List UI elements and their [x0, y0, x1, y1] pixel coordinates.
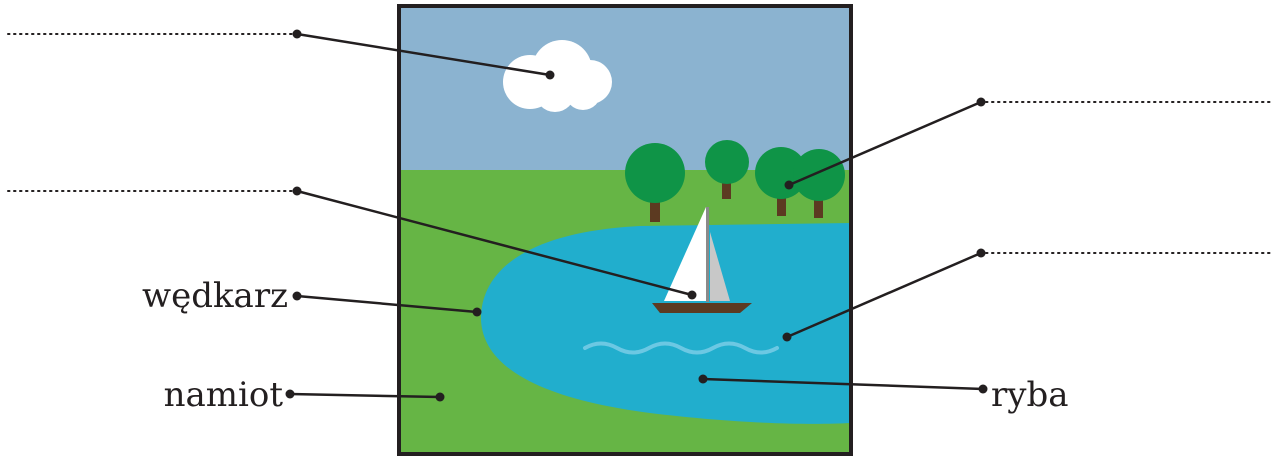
lake-scene-picture	[399, 6, 851, 454]
label-ryba: ryba	[991, 375, 1069, 415]
label-namiot: namiot	[164, 375, 284, 415]
label-wedkarz: wędkarz	[142, 276, 288, 316]
